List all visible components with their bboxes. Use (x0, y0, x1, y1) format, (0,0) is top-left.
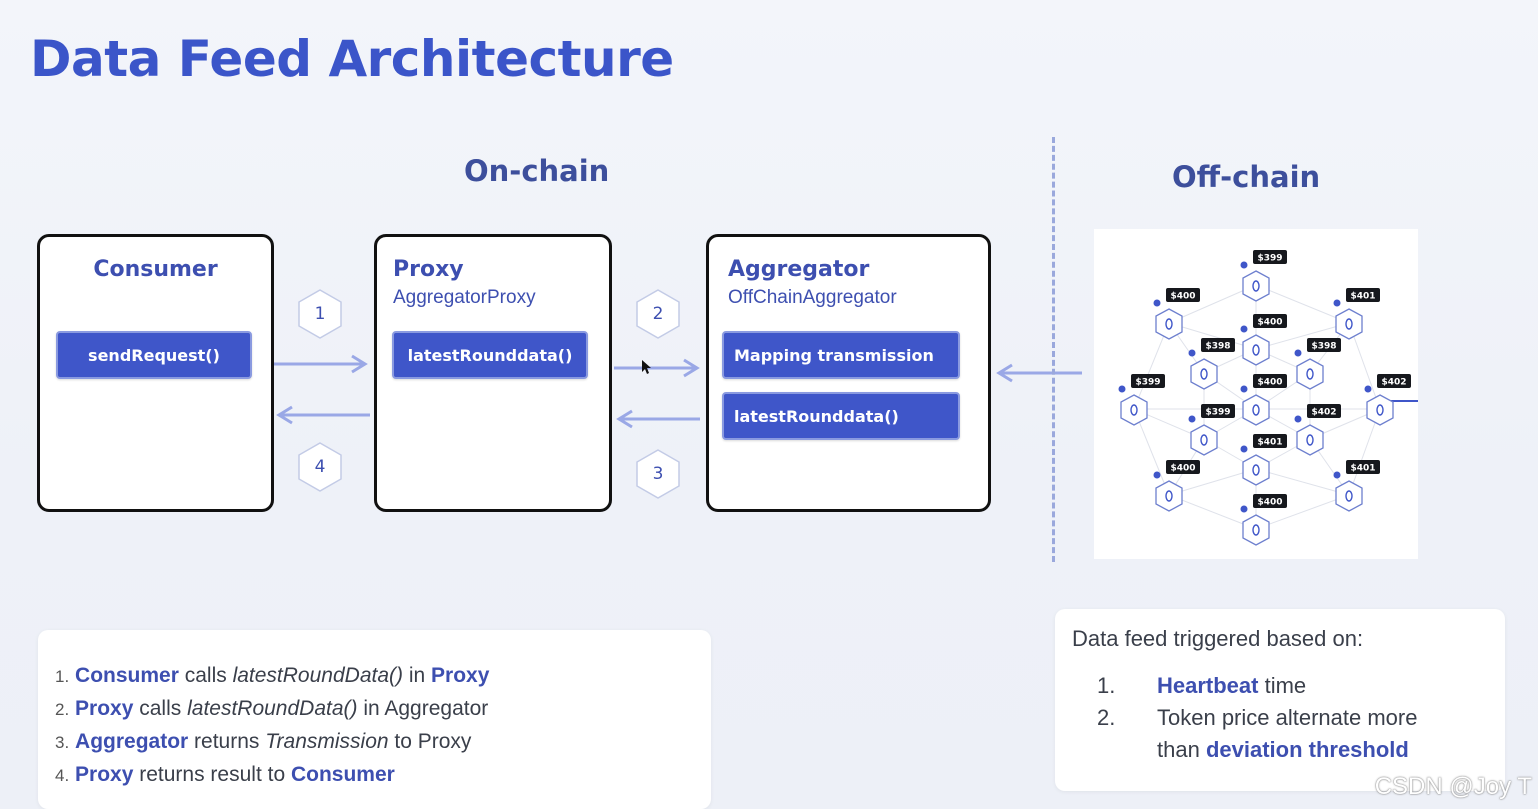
network-edge (1255, 494, 1350, 530)
node-price-label: $400 (1257, 318, 1282, 328)
step-2-label: 2 (652, 304, 664, 324)
onchain-offchain-divider (1052, 137, 1055, 562)
oracle-node-icon: $402 (1364, 374, 1411, 426)
trigger-list: 1.Heartbeat time 2.Token price alternate… (1097, 670, 1417, 766)
oracle-node-icon: $400 (1240, 314, 1287, 366)
proxy-box: Proxy AggregatorProxy latestRounddata() (374, 234, 612, 512)
network-edge (1348, 322, 1381, 410)
network-edge (1168, 468, 1257, 496)
trigger-card (1055, 609, 1505, 791)
step-3-label: 3 (652, 464, 664, 484)
node-price-label: $400 (1257, 378, 1282, 388)
steps-list: 1. Consumer calls latestRoundData() in P… (55, 660, 489, 792)
node-price-label: $398 (1311, 342, 1336, 352)
node-price-label: $400 (1257, 498, 1282, 508)
step-3-hex-icon: 3 (634, 448, 682, 500)
step-line-3: 3. Aggregator returns Transmission to Pr… (55, 730, 472, 753)
step-line-4: 4. Proxy returns result to Consumer (55, 763, 395, 786)
oracle-node-icon: $398 (1294, 338, 1341, 390)
cursor-icon (642, 360, 651, 374)
arrow-right-2-icon (614, 358, 700, 378)
step-4-hex-icon: 4 (296, 441, 344, 493)
node-price-label: $402 (1311, 408, 1336, 418)
node-price-label: $399 (1205, 408, 1230, 418)
network-edge (1348, 408, 1381, 496)
proxy-subtitle: AggregatorProxy (393, 287, 536, 308)
aggregator-title: Aggregator (728, 257, 870, 282)
oracle-node-icon: $400 (1153, 288, 1200, 340)
arrow-offchain-icon (996, 363, 1082, 383)
node-price-label: $400 (1170, 464, 1195, 474)
arrow-right-1-icon (274, 354, 368, 374)
offchain-label: Off-chain (1172, 160, 1321, 194)
aggregator-latest-round-data-button[interactable]: latestRounddata() (722, 392, 960, 440)
network-edge (1255, 468, 1350, 496)
node-price-label: $398 (1205, 342, 1230, 352)
proxy-latest-round-data-button[interactable]: latestRounddata() (392, 331, 588, 379)
oracle-node-icon: $401 (1333, 460, 1380, 512)
node-price-label: $401 (1350, 292, 1375, 302)
consumer-box: Consumer sendRequest() (37, 234, 274, 512)
aggregator-subtitle: OffChainAggregator (728, 287, 897, 308)
oracle-node-icon: $399 (1240, 250, 1287, 302)
trigger-heading: Data feed triggered based on: (1072, 626, 1364, 651)
step-1-label: 1 (314, 304, 326, 324)
send-request-button[interactable]: sendRequest() (56, 331, 252, 379)
oracle-node-icon: $398 (1188, 338, 1235, 390)
trigger-item-2: 2.Token price alternate more (1097, 705, 1418, 730)
node-price-label: $401 (1350, 464, 1375, 474)
oracle-node-icon: $401 (1240, 434, 1287, 486)
trigger-item-2-cont: than deviation threshold (1157, 737, 1409, 762)
network-edge (1255, 322, 1350, 350)
network-edge (1133, 322, 1170, 410)
page-title: Data Feed Architecture (30, 30, 674, 88)
step-1-hex-icon: 1 (296, 288, 344, 340)
network-edge (1255, 284, 1350, 324)
oracle-node-icon: $402 (1294, 404, 1341, 456)
steps-card (38, 630, 711, 809)
step-4-label: 4 (314, 457, 326, 477)
watermark: CSDN @Joy T (1374, 773, 1532, 800)
node-price-label: $399 (1257, 254, 1282, 264)
step-line-1: 1. Consumer calls latestRoundData() in P… (55, 664, 490, 687)
consumer-title: Consumer (93, 257, 218, 282)
trigger-item-1: 1.Heartbeat time (1097, 673, 1307, 698)
node-price-label: $402 (1381, 378, 1406, 388)
network-edge (1168, 322, 1257, 350)
arrow-left-3-icon (616, 409, 700, 429)
aggregator-box: Aggregator OffChainAggregator Mapping tr… (706, 234, 991, 512)
network-edge (1133, 408, 1170, 496)
arrow-left-4-icon (276, 405, 370, 425)
oracle-node-icon: $400 (1240, 374, 1287, 426)
oracle-network-image: $399 $400 $401 $400 $398 $398 $399 $400 $402 $399… (1094, 229, 1418, 559)
mapping-transmission-button[interactable]: Mapping transmission (722, 331, 960, 379)
node-price-label: $400 (1170, 292, 1195, 302)
node-price-label: $399 (1135, 378, 1160, 388)
network-edge (1168, 284, 1257, 324)
oracle-node-icon: $399 (1188, 404, 1235, 456)
network-edge (1168, 494, 1257, 530)
oracle-node-icon: $400 (1153, 460, 1200, 512)
oracle-network-graph: $399 $400 $401 $400 $398 $398 $399 $400 $402 $399… (1118, 250, 1418, 546)
node-price-label: $401 (1257, 438, 1282, 448)
oracle-node-icon: $399 (1118, 374, 1165, 426)
step-line-2: 2. Proxy calls latestRoundData() in Aggr… (55, 697, 489, 720)
oracle-node-icon: $400 (1240, 494, 1287, 546)
proxy-title: Proxy (393, 257, 464, 282)
onchain-label: On-chain (464, 154, 610, 188)
oracle-node-icon: $401 (1333, 288, 1380, 340)
step-2-hex-icon: 2 (634, 288, 682, 340)
